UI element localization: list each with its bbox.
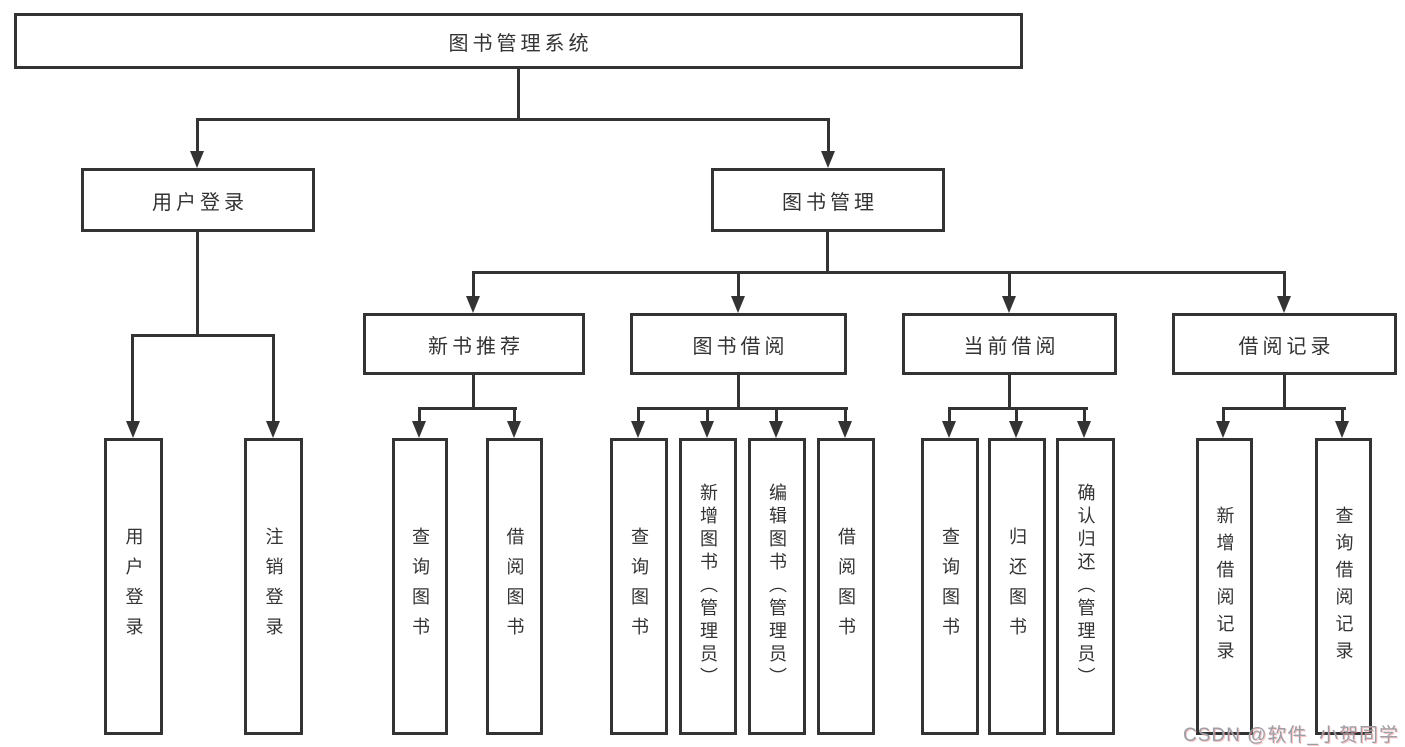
leaf-current-query-books-label: 查询图书 xyxy=(940,526,960,647)
connector-line xyxy=(737,271,740,298)
connector-line xyxy=(272,334,275,423)
node-borrowing-records: 借阅记录 xyxy=(1172,313,1397,375)
connector-line xyxy=(844,407,847,423)
connector-line xyxy=(196,118,830,121)
arrow-down-icon xyxy=(507,421,521,438)
connector-line xyxy=(1015,407,1018,423)
node-user-login: 用户登录 xyxy=(81,168,315,232)
leaf-borrowing-borrow-books-label: 借阅图书 xyxy=(836,526,856,647)
arrow-down-icon xyxy=(1277,296,1291,313)
csdn-watermark: CSDN @软件_小贺同学 xyxy=(1183,725,1399,746)
arrow-down-icon xyxy=(412,421,426,438)
connector-line xyxy=(513,407,516,423)
node-book-borrowing-label: 图书借阅 xyxy=(692,335,789,358)
connector-line xyxy=(827,118,830,153)
arrow-down-icon xyxy=(942,421,956,438)
connector-line xyxy=(196,118,199,153)
leaf-recommend-borrow-books-label: 借阅图书 xyxy=(504,526,525,647)
connector-line xyxy=(131,334,134,423)
connector-line xyxy=(1083,407,1086,423)
connector-line xyxy=(472,271,475,298)
leaf-return-books: 归还图书 xyxy=(988,438,1046,735)
node-user-login-label: 用户登录 xyxy=(152,191,248,214)
node-root-label: 图书管理系统 xyxy=(448,32,593,55)
arrow-down-icon xyxy=(769,421,783,438)
connector-line xyxy=(1222,407,1225,423)
node-current-borrowing-label: 当前借阅 xyxy=(963,335,1060,358)
leaf-user-login-label: 用户登录 xyxy=(123,526,144,647)
arrow-down-icon xyxy=(1009,421,1023,438)
leaf-edit-books-admin-label: 编辑图书（管理员） xyxy=(767,483,787,690)
connector-line xyxy=(1008,375,1011,407)
connector-line xyxy=(948,407,951,423)
node-current-borrowing: 当前借阅 xyxy=(902,313,1117,375)
leaf-confirm-return-admin-label: 确认归还（管理员） xyxy=(1075,483,1096,690)
leaf-query-borrow-record-label: 查询借阅记录 xyxy=(1333,505,1354,668)
connector-line xyxy=(775,407,778,423)
connector-line xyxy=(131,334,275,337)
leaf-add-borrow-record-label: 新增借阅记录 xyxy=(1214,505,1235,668)
connector-line xyxy=(196,232,199,334)
arrow-down-icon xyxy=(700,421,714,438)
arrow-down-icon xyxy=(821,151,835,168)
leaf-add-borrow-record: 新增借阅记录 xyxy=(1196,438,1253,735)
leaf-user-login: 用户登录 xyxy=(104,438,163,735)
leaf-confirm-return-admin: 确认归还（管理员） xyxy=(1056,438,1115,735)
arrow-down-icon xyxy=(1002,296,1016,313)
leaf-borrowing-query-books-label: 查询图书 xyxy=(629,526,649,647)
connector-line xyxy=(1341,407,1344,423)
connector-line xyxy=(472,271,1286,274)
connector-line xyxy=(1222,407,1346,410)
node-root: 图书管理系统 xyxy=(14,13,1023,69)
connector-line xyxy=(637,407,640,423)
connector-line xyxy=(948,407,1088,410)
leaf-borrowing-query-books: 查询图书 xyxy=(610,438,668,735)
leaf-current-query-books: 查询图书 xyxy=(921,438,979,735)
node-book-borrowing: 图书借阅 xyxy=(630,313,847,375)
leaf-query-borrow-record: 查询借阅记录 xyxy=(1315,438,1372,735)
connector-line xyxy=(418,407,517,410)
connector-line xyxy=(637,407,848,410)
leaf-logout: 注销登录 xyxy=(244,438,303,735)
arrow-down-icon xyxy=(266,421,280,438)
node-new-book-recommend: 新书推荐 xyxy=(363,313,585,375)
leaf-recommend-query-books: 查询图书 xyxy=(392,438,448,735)
connector-line xyxy=(517,69,520,118)
leaf-logout-label: 注销登录 xyxy=(263,526,284,647)
arrow-down-icon xyxy=(190,151,204,168)
connector-line xyxy=(826,232,829,271)
connector-line xyxy=(737,375,740,407)
connector-line xyxy=(706,407,709,423)
connector-line xyxy=(1283,375,1286,407)
leaf-recommend-query-books-label: 查询图书 xyxy=(410,526,430,647)
connector-line xyxy=(1283,271,1286,298)
leaf-add-books-admin-label: 新增图书（管理员） xyxy=(698,483,718,690)
arrow-down-icon xyxy=(1077,421,1091,438)
connector-line xyxy=(472,375,475,407)
arrow-down-icon xyxy=(1216,421,1230,438)
node-new-book-recommend-label: 新书推荐 xyxy=(428,335,524,358)
arrow-down-icon xyxy=(1335,421,1349,438)
arrow-down-icon xyxy=(731,296,745,313)
connector-line xyxy=(1008,271,1011,298)
arrow-down-icon xyxy=(466,296,480,313)
arrow-down-icon xyxy=(631,421,645,438)
arrow-down-icon xyxy=(126,421,140,438)
node-borrowing-records-label: 借阅记录 xyxy=(1238,335,1335,358)
leaf-edit-books-admin: 编辑图书（管理员） xyxy=(748,438,806,735)
arrow-down-icon xyxy=(838,421,852,438)
node-book-management: 图书管理 xyxy=(711,168,945,232)
leaf-return-books-label: 归还图书 xyxy=(1007,526,1027,647)
node-book-management-label: 图书管理 xyxy=(782,191,878,214)
connector-line xyxy=(418,407,421,423)
leaf-recommend-borrow-books: 借阅图书 xyxy=(486,438,543,735)
leaf-borrowing-borrow-books: 借阅图书 xyxy=(817,438,875,735)
leaf-add-books-admin: 新增图书（管理员） xyxy=(679,438,737,735)
